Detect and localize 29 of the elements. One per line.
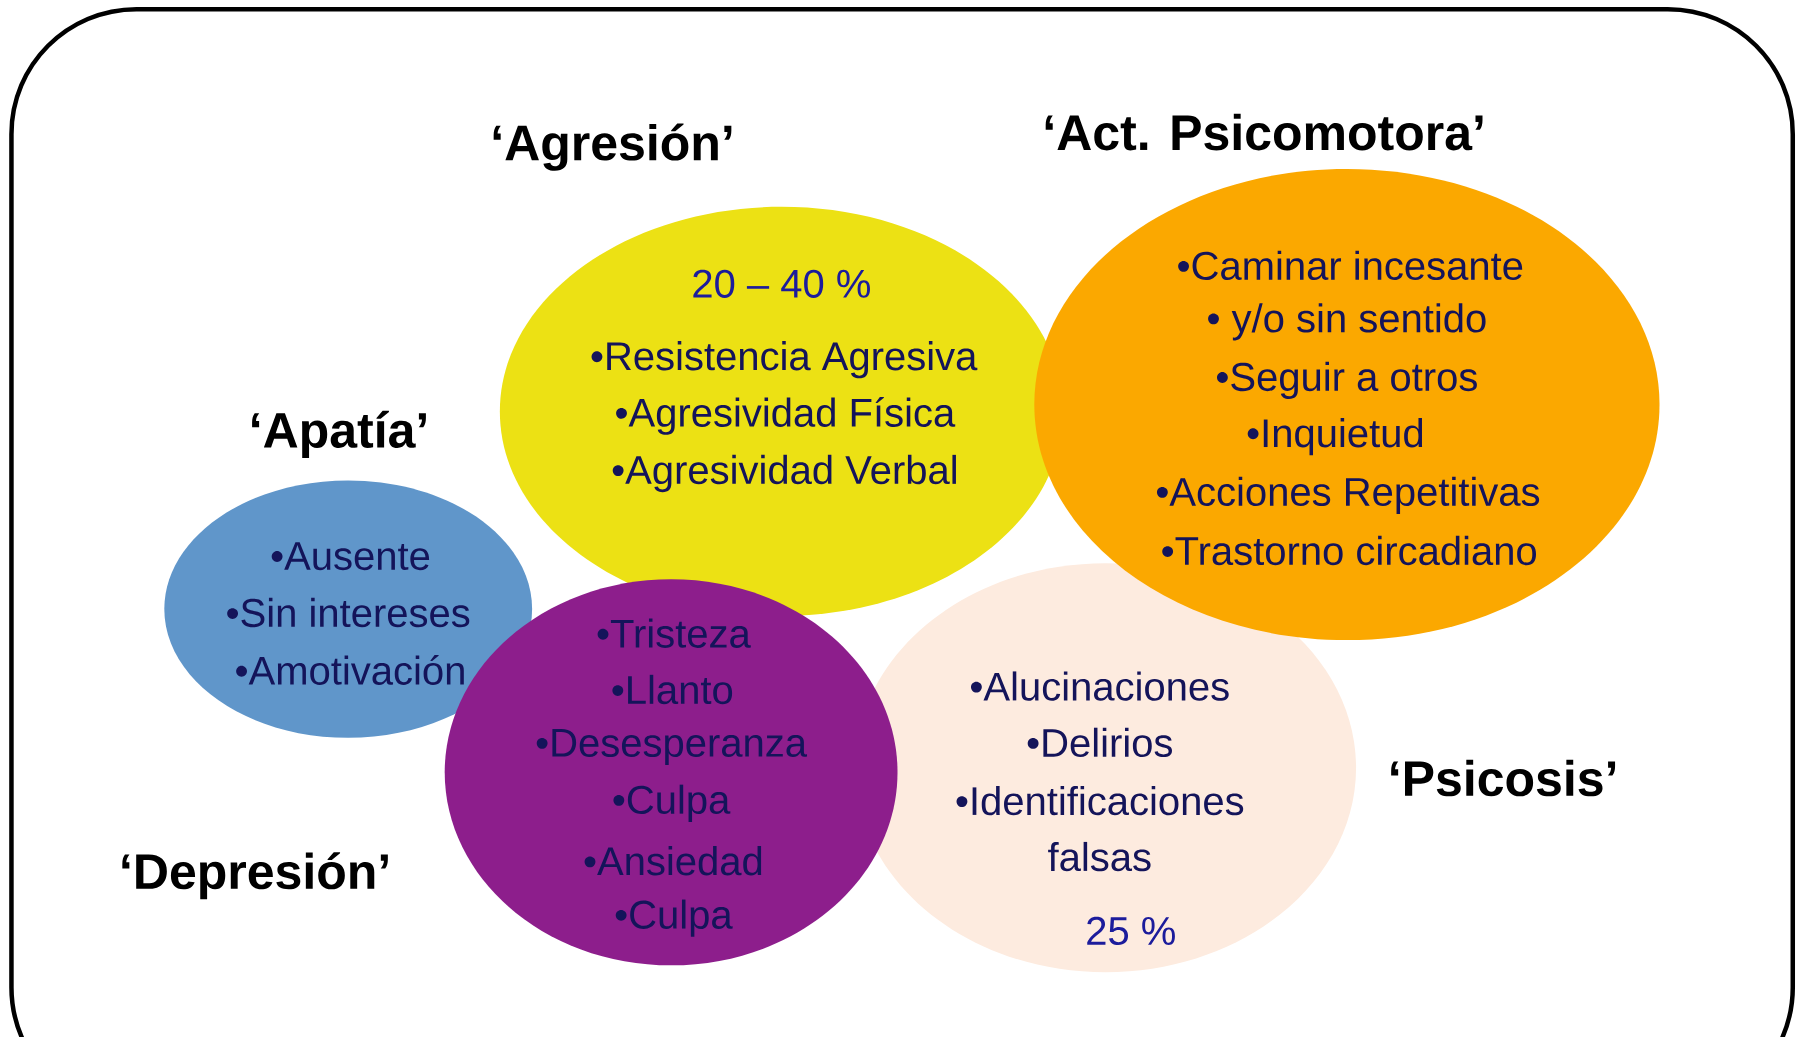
bullet-item: •Tristeza	[597, 618, 751, 648]
bullet-item: •Acciones Repetitivas	[1156, 476, 1540, 514]
bullet-item: •Trastorno circadiano	[1162, 535, 1536, 566]
bullet-item: •Sin intereses	[227, 597, 470, 628]
bullet-item: •Resistencia Agresiva	[591, 341, 978, 379]
heading: ‘Psicosis’	[1391, 759, 1616, 797]
bullet-item: •Llanto	[612, 674, 733, 705]
bullet-item: •Caminar incesante	[1178, 250, 1523, 281]
bullet-item: •Ansiedad	[584, 846, 762, 876]
heading: ‘Agresión’	[493, 123, 732, 171]
bullet-item: •Seguir a otros	[1217, 361, 1477, 400]
bullet-item: •Delirios	[1027, 727, 1172, 758]
bullet-item: •Amotivación	[236, 655, 464, 685]
bullet-item: •Culpa	[613, 784, 731, 822]
percentage-label: 25 %	[1087, 916, 1175, 946]
bullet-item: •Culpa	[615, 899, 733, 937]
bullet-item: •Agresividad Verbal	[612, 454, 956, 493]
bullet-item: •Ausente	[271, 542, 430, 571]
frame	[9, 6, 1795, 1037]
percentage-label: 20 – 40 %	[693, 269, 870, 298]
heading: ‘Depresión’	[122, 852, 388, 900]
bullet-item: •Identificaciones falsas	[956, 785, 1244, 872]
bullet-item: •Inquietud	[1247, 418, 1423, 456]
heading: ‘Apatía’	[252, 410, 426, 458]
bullet-item: • y/o sin sentido	[1208, 303, 1486, 341]
heading: ‘Act. Psicomotora’	[1045, 113, 1483, 151]
bullet-item: •Alucinaciones	[971, 671, 1229, 701]
bullet-item: •Agresividad Física	[616, 397, 956, 435]
bullet-item: •Desesperanza	[536, 729, 807, 765]
